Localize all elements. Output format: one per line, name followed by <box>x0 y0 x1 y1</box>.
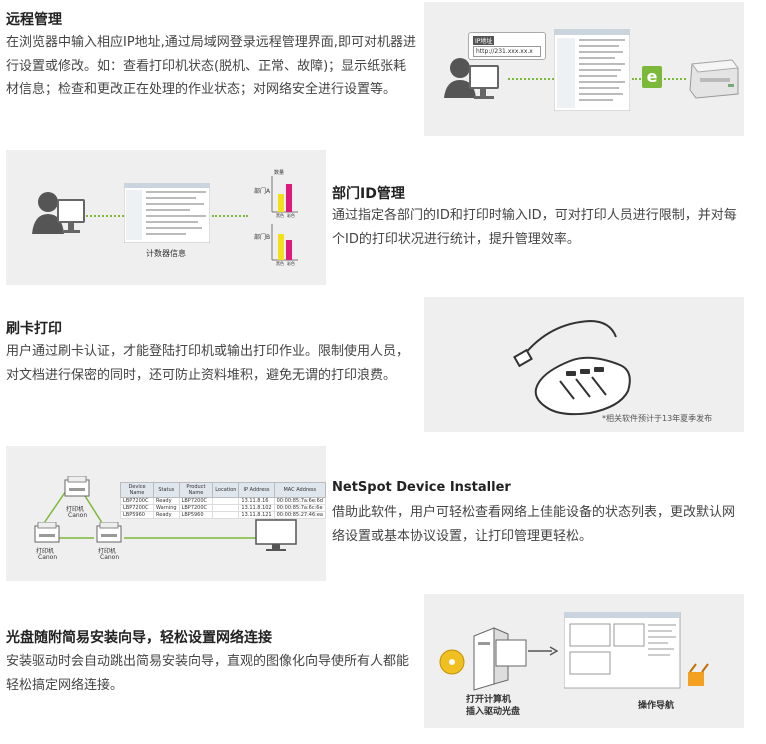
ip-input: http://231.xxx.xx.x <box>473 46 541 57</box>
monitor-icon <box>255 519 297 551</box>
easy-setup-illustration: 打开计算机 插入驱动光盘 操作导航 <box>424 594 744 728</box>
dotted-connector <box>86 215 124 217</box>
setup-wizard-screen-icon <box>564 612 709 689</box>
table-row: LBP7200C Warning LBP7200C 13.11.8.102 00… <box>119 504 327 512</box>
insert-cd-caption-1: 打开计算机 <box>466 695 512 705</box>
network-lines <box>41 487 277 539</box>
table-cell: Warning <box>153 504 180 512</box>
table-header-row: Device Name Status Product Name Location… <box>119 482 327 498</box>
table-cell: 13.11.8.102 <box>238 504 275 512</box>
card-reader-icon <box>513 319 631 416</box>
department-id-illustration: 计数器信息 数量 部门A 部门B 黑色 彩色 黑色 彩色 <box>6 150 326 285</box>
section-text: 安装驱动时会自动跳出简易安装向导，直观的图像化向导使所有人都能轻松搞定网络连接。 <box>6 654 410 693</box>
chart-header: 数量 <box>274 170 285 176</box>
printer-brand: Canon <box>38 554 58 561</box>
printer-label: 打印机 <box>36 548 55 555</box>
table-cell: Ready <box>153 511 180 519</box>
table-cell: LBP5960 <box>119 511 155 519</box>
remote-management-illustration: IP地址 http://231.xxx.xx.x e <box>424 2 744 136</box>
printer-brand: Canon <box>68 512 88 519</box>
legend-bw-b: 黑色 <box>276 261 284 266</box>
user-at-computer-icon <box>32 192 85 234</box>
column-header: IP Address <box>238 482 275 498</box>
section-text: 在浏览器中输入相应IP地址,通过局域网登录远程管理界面,即可对机器进行设置或修改… <box>6 35 416 97</box>
dept-a-label: 部门A <box>254 188 271 195</box>
table-cell: 00:00:85:7a:6e:6d <box>273 497 327 505</box>
section-title: 部门ID管理 <box>332 186 405 202</box>
insert-cd-caption-2: 插入驱动光盘 <box>466 707 521 717</box>
printer-icon <box>34 522 60 543</box>
table-cell <box>212 504 240 512</box>
netspot-illustration: 打印机 Canon 打印机 Canon 打印机 Canon Device Nam… <box>6 446 327 581</box>
remote-ui-screen-icon <box>554 29 630 111</box>
section-text: 借助此软件，用户可轻松查看网络上佳能设备的状态列表，更改默认网络设置或基本协议设… <box>332 505 736 544</box>
release-note: *相关软件预计于13年夏季发布 <box>602 414 713 423</box>
printer-icon <box>689 59 739 99</box>
section-title: 刷卡打印 <box>6 321 62 337</box>
printer-brand: Canon <box>100 554 120 561</box>
ip-label: IP地址 <box>473 36 495 45</box>
dotted-connector <box>664 78 686 80</box>
section-title: NetSpot Device Installer <box>332 480 511 495</box>
table-cell: 00:00:85:27:46:ea <box>273 511 327 519</box>
column-header: Location <box>212 482 240 498</box>
printer-label: 打印机 <box>66 506 85 513</box>
navigation-caption: 操作导航 <box>638 701 675 711</box>
table-cell: LBP7200C <box>178 497 214 505</box>
dotted-connector <box>508 78 554 80</box>
legend-color-a: 彩色 <box>287 213 295 218</box>
arrow-right-icon <box>528 646 558 656</box>
dept-b-label: 部门B <box>254 234 271 241</box>
department-bar-chart <box>271 176 298 261</box>
legend-color-b: 彩色 <box>287 261 295 266</box>
section-text: 通过指定各部门的ID和打印时输入ID，可对打印人员进行限制，并对每个ID的打印状… <box>332 208 737 247</box>
table-cell <box>212 497 240 505</box>
counter-info-screen-icon <box>124 183 210 243</box>
dept-b-color-bar <box>286 240 292 260</box>
column-header: MAC Address <box>273 482 327 498</box>
device-status-table: Device Name Status Product Name Location… <box>119 482 327 519</box>
table-cell: Ready <box>153 497 180 505</box>
table-cell <box>212 511 240 519</box>
printer-icon <box>64 476 90 497</box>
table-cell: 13.11.8.16 <box>238 497 275 505</box>
table-cell: LBP5960 <box>178 511 214 519</box>
printer-label: 打印机 <box>98 548 117 555</box>
table-cell: 00:00:85:7a:6c:6e <box>273 504 327 512</box>
user-at-computer-icon <box>444 58 499 99</box>
dotted-connector <box>632 78 648 80</box>
table-cell: LBP7200C <box>119 497 155 505</box>
table-row: LBP7200C Ready LBP7200C 13.11.8.16 00:00… <box>119 497 327 505</box>
ip-address-bubble: IP地址 http://231.xxx.xx.x <box>468 32 546 60</box>
dept-a-color-bar <box>286 184 292 212</box>
column-header: Status <box>153 482 180 498</box>
column-header: Product Name <box>178 482 214 498</box>
table-row: LBP5960 Ready LBP5960 13.11.8.121 00:00:… <box>119 511 327 519</box>
table-cell: LBP7200C <box>119 504 155 512</box>
section-title: 光盘随附简易安装向导，轻松设置网络连接 <box>6 630 272 646</box>
section-title: 远程管理 <box>6 12 62 28</box>
e-network-badge: e <box>642 66 662 88</box>
card-reader-illustration: *相关软件预计于13年夏季发布 <box>424 297 744 432</box>
dept-b-bw-bar <box>278 234 284 260</box>
legend-bw-a: 黑色 <box>276 213 284 218</box>
column-header: Device Name <box>119 482 155 498</box>
dept-a-bw-bar <box>278 194 284 212</box>
counter-info-caption: 计数器信息 <box>146 249 186 258</box>
printer-icon <box>96 522 122 543</box>
table-cell: LBP7200C <box>178 504 214 512</box>
computer-with-cd-icon <box>439 627 527 691</box>
dotted-connector <box>212 215 248 217</box>
section-text: 用户通过刷卡认证，才能登陆打印机或输出打印作业。限制使用人员，对文档进行保密的同… <box>6 344 410 383</box>
